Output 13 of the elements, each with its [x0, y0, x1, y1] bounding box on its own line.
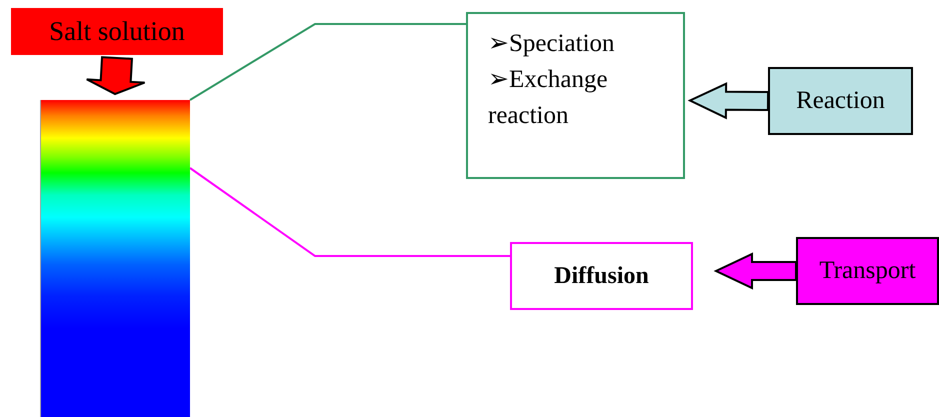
- process-box: Diffusion: [510, 242, 693, 310]
- block-arrow: [688, 82, 770, 120]
- block-arrow: [86, 56, 146, 96]
- connector-line: [189, 23, 466, 101]
- label-box: Salt solution: [11, 8, 223, 55]
- text-box: [466, 12, 685, 179]
- connector-line: [189, 167, 510, 257]
- block-arrow: [714, 252, 797, 290]
- bullet-text: ➢Exchange reaction: [488, 65, 609, 131]
- bullet-text: ➢Speciation: [488, 29, 616, 59]
- label-box: Reaction: [768, 67, 913, 135]
- label-box: Transport: [796, 237, 939, 305]
- gradient-column: [40, 100, 190, 417]
